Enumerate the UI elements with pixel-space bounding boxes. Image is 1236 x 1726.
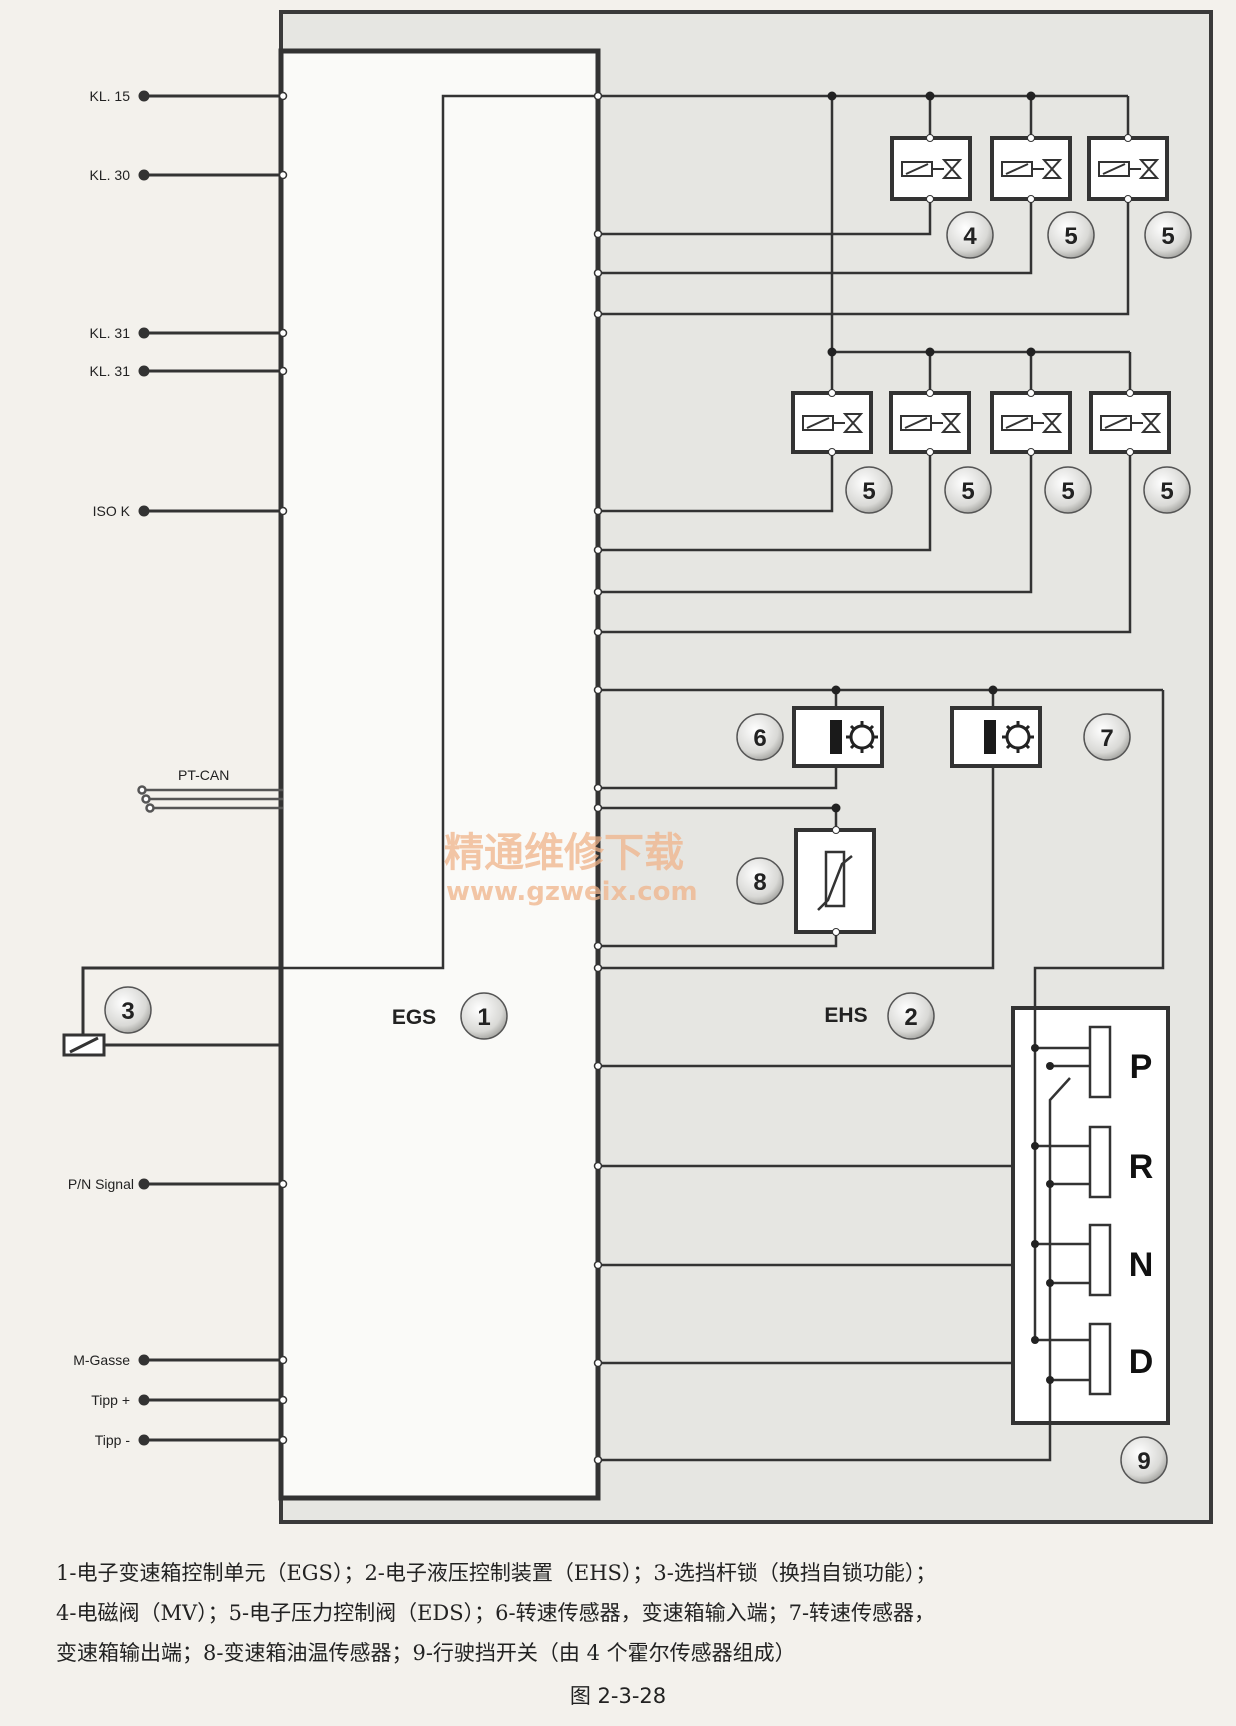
badge-5-mid-1: 5 (845, 466, 893, 514)
svg-text:5: 5 (1160, 478, 1173, 505)
gear-letter-d: D (1129, 1343, 1154, 1381)
svg-text:5: 5 (1064, 223, 1077, 250)
caption-line-3: 变速箱输出端；8-变速箱油温传感器；9-行驶挡开关（由 4 个霍尔传感器组成） (56, 1641, 796, 1665)
svg-text:4: 4 (963, 223, 977, 250)
watermark-title: 精通维修下载 (444, 830, 684, 876)
svg-text:1: 1 (477, 1004, 490, 1031)
egs-box (278, 48, 601, 1501)
figure-caption: 1-电子变速箱控制单元（EGS）；2-电子液压控制装置（EHS）；3-选挡杆锁（… (56, 1553, 1206, 1673)
caption-line-1: 1-电子变速箱控制单元（EGS）；2-电子液压控制装置（EHS）；3-选挡杆锁（… (56, 1561, 937, 1585)
pressure-valve-mid-4 (1089, 389, 1171, 456)
badge-6: 6 (736, 713, 784, 761)
svg-text:5: 5 (1061, 478, 1074, 505)
watermark-url: www.gzweix.com (446, 877, 698, 907)
gear-letter-p: P (1130, 1048, 1153, 1086)
solenoid-valve-mv (890, 134, 972, 203)
pt-can-label: PT-CAN (178, 767, 229, 783)
badge-5-mid-4: 5 (1143, 466, 1191, 514)
badge-2: 2 (887, 992, 935, 1040)
selector-lock (62, 966, 283, 1057)
speed-sensor-input (792, 706, 884, 768)
pin-label-tipp-minus: Tipp - (95, 1432, 131, 1448)
figure-number: 图 2-3-28 (569, 1684, 667, 1708)
svg-text:5: 5 (1161, 223, 1174, 250)
gear-letter-r: R (1129, 1148, 1154, 1186)
pin-label-iso-k: ISO K (93, 503, 131, 519)
gear-letter-n: N (1129, 1246, 1154, 1284)
pressure-valve-mid-2 (889, 389, 971, 456)
wiring-diagram: KL. 15 KL. 30 KL. 31 KL. 31 ISO K P/N Si… (62, 10, 1213, 1524)
badge-9: 9 (1120, 1436, 1168, 1484)
badge-5-mid-2: 5 (944, 466, 992, 514)
pin-label-kl31-b: KL. 31 (90, 363, 131, 379)
pin-label-kl31-a: KL. 31 (90, 325, 131, 341)
wire-junctions (827, 91, 1036, 813)
svg-text:6: 6 (753, 725, 766, 752)
ehs-label: EHS (824, 1004, 867, 1027)
pin-label-m-gasse: M-Gasse (73, 1352, 130, 1368)
badge-5-top-2: 5 (1144, 211, 1192, 259)
svg-text:3: 3 (121, 998, 134, 1025)
pressure-valve-mid-3 (990, 389, 1072, 456)
gear-switch-wiring (598, 1064, 1052, 1462)
pressure-valve-top-1 (990, 134, 1072, 203)
pt-can-bus (137, 785, 283, 813)
supply-line (283, 94, 598, 970)
svg-text:5: 5 (862, 478, 875, 505)
svg-text:5: 5 (961, 478, 974, 505)
badge-7: 7 (1083, 713, 1131, 761)
valve-wiring (598, 94, 1132, 634)
gear-switch: P R N D (1011, 1006, 1170, 1425)
badge-4: 4 (946, 211, 994, 259)
pin-label-kl15: KL. 15 (90, 88, 131, 104)
svg-text:8: 8 (753, 869, 766, 896)
pin-label-kl30: KL. 30 (90, 167, 131, 183)
pin-label-tipp-plus: Tipp + (91, 1392, 130, 1408)
temperature-sensor (794, 826, 876, 936)
left-pin-lines (138, 90, 283, 1446)
badge-8: 8 (736, 857, 784, 905)
pressure-valve-top-2 (1087, 134, 1169, 203)
badge-5-top-1: 5 (1047, 211, 1095, 259)
speed-sensor-output (950, 706, 1042, 768)
egs-label: EGS (392, 1006, 436, 1029)
caption-line-2: 4-电磁阀（MV）；5-电子压力控制阀（EDS）；6-转速传感器，变速箱输入端；… (56, 1601, 936, 1625)
svg-text:9: 9 (1137, 1448, 1150, 1475)
svg-text:2: 2 (904, 1004, 917, 1031)
pressure-valve-mid-1 (791, 389, 873, 456)
badge-1: 1 (460, 992, 508, 1040)
svg-text:7: 7 (1100, 725, 1113, 752)
badge-5-mid-3: 5 (1044, 466, 1092, 514)
pin-label-pn-signal: P/N Signal (68, 1176, 134, 1192)
badge-3: 3 (104, 986, 152, 1034)
